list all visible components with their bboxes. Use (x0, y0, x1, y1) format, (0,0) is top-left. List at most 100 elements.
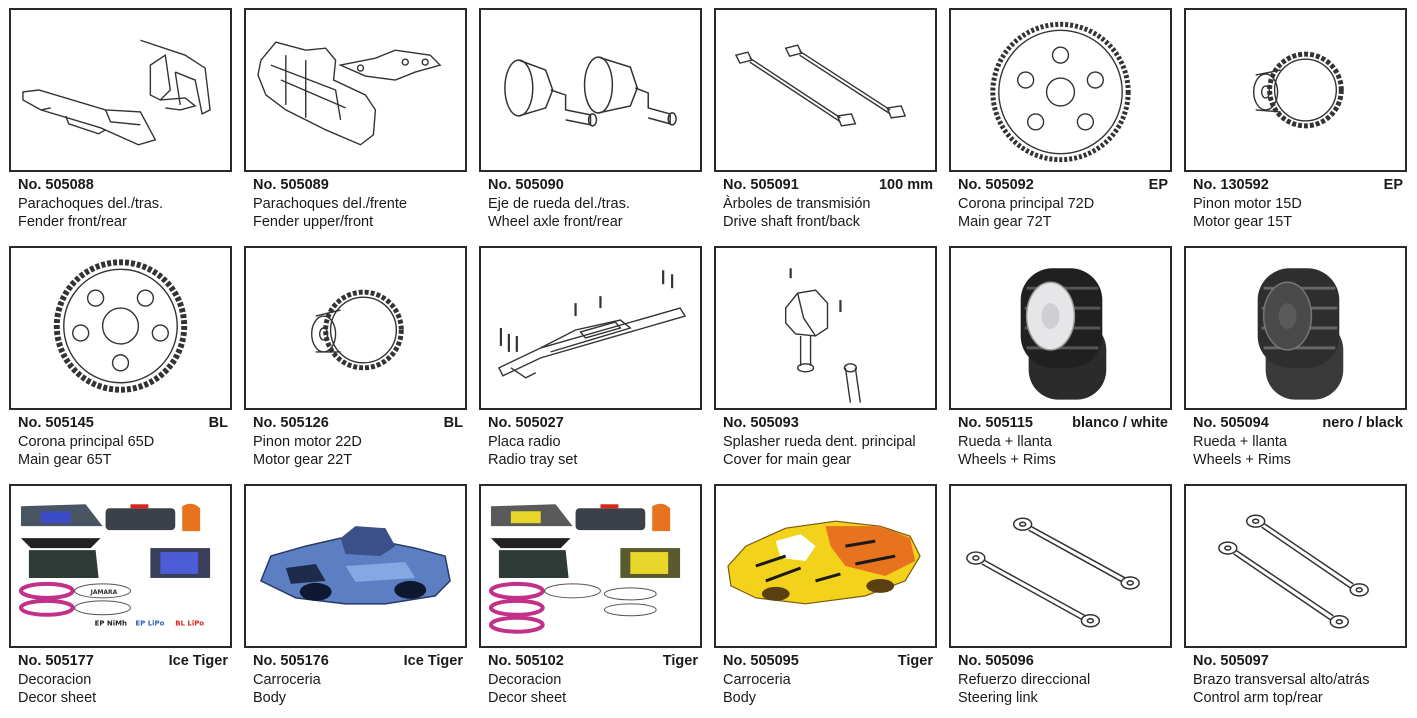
part-number: No. 505091 (723, 177, 799, 193)
part-card: No. 505088 Parachoques del./tras. Fender… (9, 8, 232, 234)
part-image (479, 484, 702, 648)
part-name-en: Main gear 72T (958, 214, 1052, 230)
part-name-en: Drive shaft front/back (723, 214, 860, 230)
fender-upper-front-icon (257, 41, 442, 146)
part-card: No. 505093 Splasher rueda dent. principa… (714, 246, 937, 472)
decor-sheet-tiger-icon (488, 503, 681, 634)
part-name-es: Decoracion (18, 671, 92, 688)
part-name-es: Pinon motor 22D (253, 433, 362, 450)
part-image (9, 246, 232, 410)
part-text: No. 505097 Brazo transversal alto/atrás … (1193, 652, 1403, 708)
part-variant: blanco / white (1072, 415, 1168, 431)
part-text: No. 505089 Parachoques del./frente Fende… (253, 176, 463, 232)
steering-link-icon (966, 517, 1140, 628)
part-name-es: Parachoques del./tras. (18, 195, 164, 212)
control-arm-icon (1218, 514, 1369, 629)
part-number: No. 130592 (1193, 177, 1269, 193)
part-name-en: Motor gear 15T (1193, 214, 1293, 230)
part-name-en: Wheels + Rims (958, 452, 1056, 468)
part-name-en: Body (253, 690, 287, 706)
main-gear-65-icon (53, 259, 188, 393)
part-name-es: Decoracion (488, 671, 562, 688)
part-number: No. 505115 (958, 415, 1033, 431)
part-name-en: Steering link (958, 690, 1038, 706)
part-variant: Tiger (897, 653, 933, 669)
part-image (949, 8, 1172, 172)
part-image (9, 8, 232, 172)
part-image (479, 8, 702, 172)
part-image (1184, 484, 1407, 648)
part-name-en: Decor sheet (18, 690, 97, 706)
part-name-en: Body (723, 690, 757, 706)
decal-ep-nimh: EP NiMh (95, 620, 127, 628)
part-card: No. 505096 Refuerzo direccional Steering… (949, 484, 1172, 710)
fender-front-rear-icon (22, 39, 211, 146)
part-image (714, 246, 937, 410)
part-number: No. 505093 (723, 415, 799, 431)
part-name-es: Àrboles de transmisión (723, 195, 871, 212)
part-number: No. 505145 (18, 415, 94, 431)
part-variant: Ice Tiger (168, 653, 228, 669)
part-image (949, 484, 1172, 648)
part-text: No. 505177 Ice Tiger Decoracion Decor she… (18, 652, 228, 708)
parts-catalog-grid: No. 505088 Parachoques del./tras. Fender… (9, 8, 1411, 714)
part-name-es: Rueda + llanta (958, 433, 1052, 450)
motor-gear-22-icon (311, 289, 404, 371)
part-card: No. 505027 Placa radio Radio tray set (479, 246, 702, 472)
part-text: No. 130592 EP Pinon motor 15D Motor gear … (1193, 176, 1403, 232)
part-number: No. 505126 (253, 415, 329, 431)
part-name-en: Fender upper/front (253, 214, 374, 230)
part-name-es: Placa radio (488, 433, 561, 450)
part-number: No. 505176 (253, 653, 329, 669)
part-name-en: Wheel axle front/rear (488, 214, 623, 230)
part-name-en: Control arm top/rear (1193, 690, 1323, 706)
part-text: No. 505096 Refuerzo direccional Steering… (958, 652, 1168, 708)
part-card: JAMARA EP NiMh EP LiPo BL LiPo No. 50517… (9, 484, 232, 710)
part-number: No. 505096 (958, 653, 1034, 669)
part-text: No. 505088 Parachoques del./tras. Fender… (18, 176, 228, 232)
part-number: No. 505092 (958, 177, 1034, 193)
part-variant: BL (443, 415, 463, 431)
part-number: No. 505097 (1193, 653, 1269, 669)
part-variant: EP (1383, 177, 1403, 193)
gear-cover-icon (784, 268, 862, 403)
part-name-en: Cover for main gear (723, 452, 852, 468)
part-number: No. 505088 (18, 177, 94, 193)
part-number: No. 505090 (488, 177, 564, 193)
part-variant: 100 mm (878, 177, 933, 193)
part-image (714, 8, 937, 172)
part-name-es: Parachoques del./frente (253, 195, 407, 212)
decor-sheet-ice-tiger-icon: JAMARA EP NiMh EP LiPo BL LiPo (18, 503, 211, 628)
part-image (949, 246, 1172, 410)
part-name-es: Splasher rueda dent. principal (723, 433, 916, 450)
part-name-en: Fender front/rear (18, 214, 127, 230)
part-number: No. 505102 (488, 653, 564, 669)
part-name-es: Corona principal 65D (18, 433, 155, 450)
part-image: JAMARA EP NiMh EP LiPo BL LiPo (9, 484, 232, 648)
part-name-es: Refuerzo direccional (958, 671, 1091, 688)
part-name-es: Corona principal 72D (958, 195, 1095, 212)
decal-ep-lipo: EP LiPo (135, 620, 164, 628)
part-text: No. 505093 Splasher rueda dent. principa… (723, 414, 933, 470)
radio-tray-icon (497, 270, 687, 379)
part-number: No. 505177 (18, 653, 94, 669)
motor-gear-15-icon (1252, 51, 1344, 129)
decal-brand: JAMARA (90, 589, 118, 596)
part-image (1184, 246, 1407, 410)
part-image (479, 246, 702, 410)
part-image (714, 484, 937, 648)
part-name-es: Pinon motor 15D (1193, 195, 1302, 212)
part-image (244, 484, 467, 648)
part-name-es: Carroceria (723, 671, 791, 688)
